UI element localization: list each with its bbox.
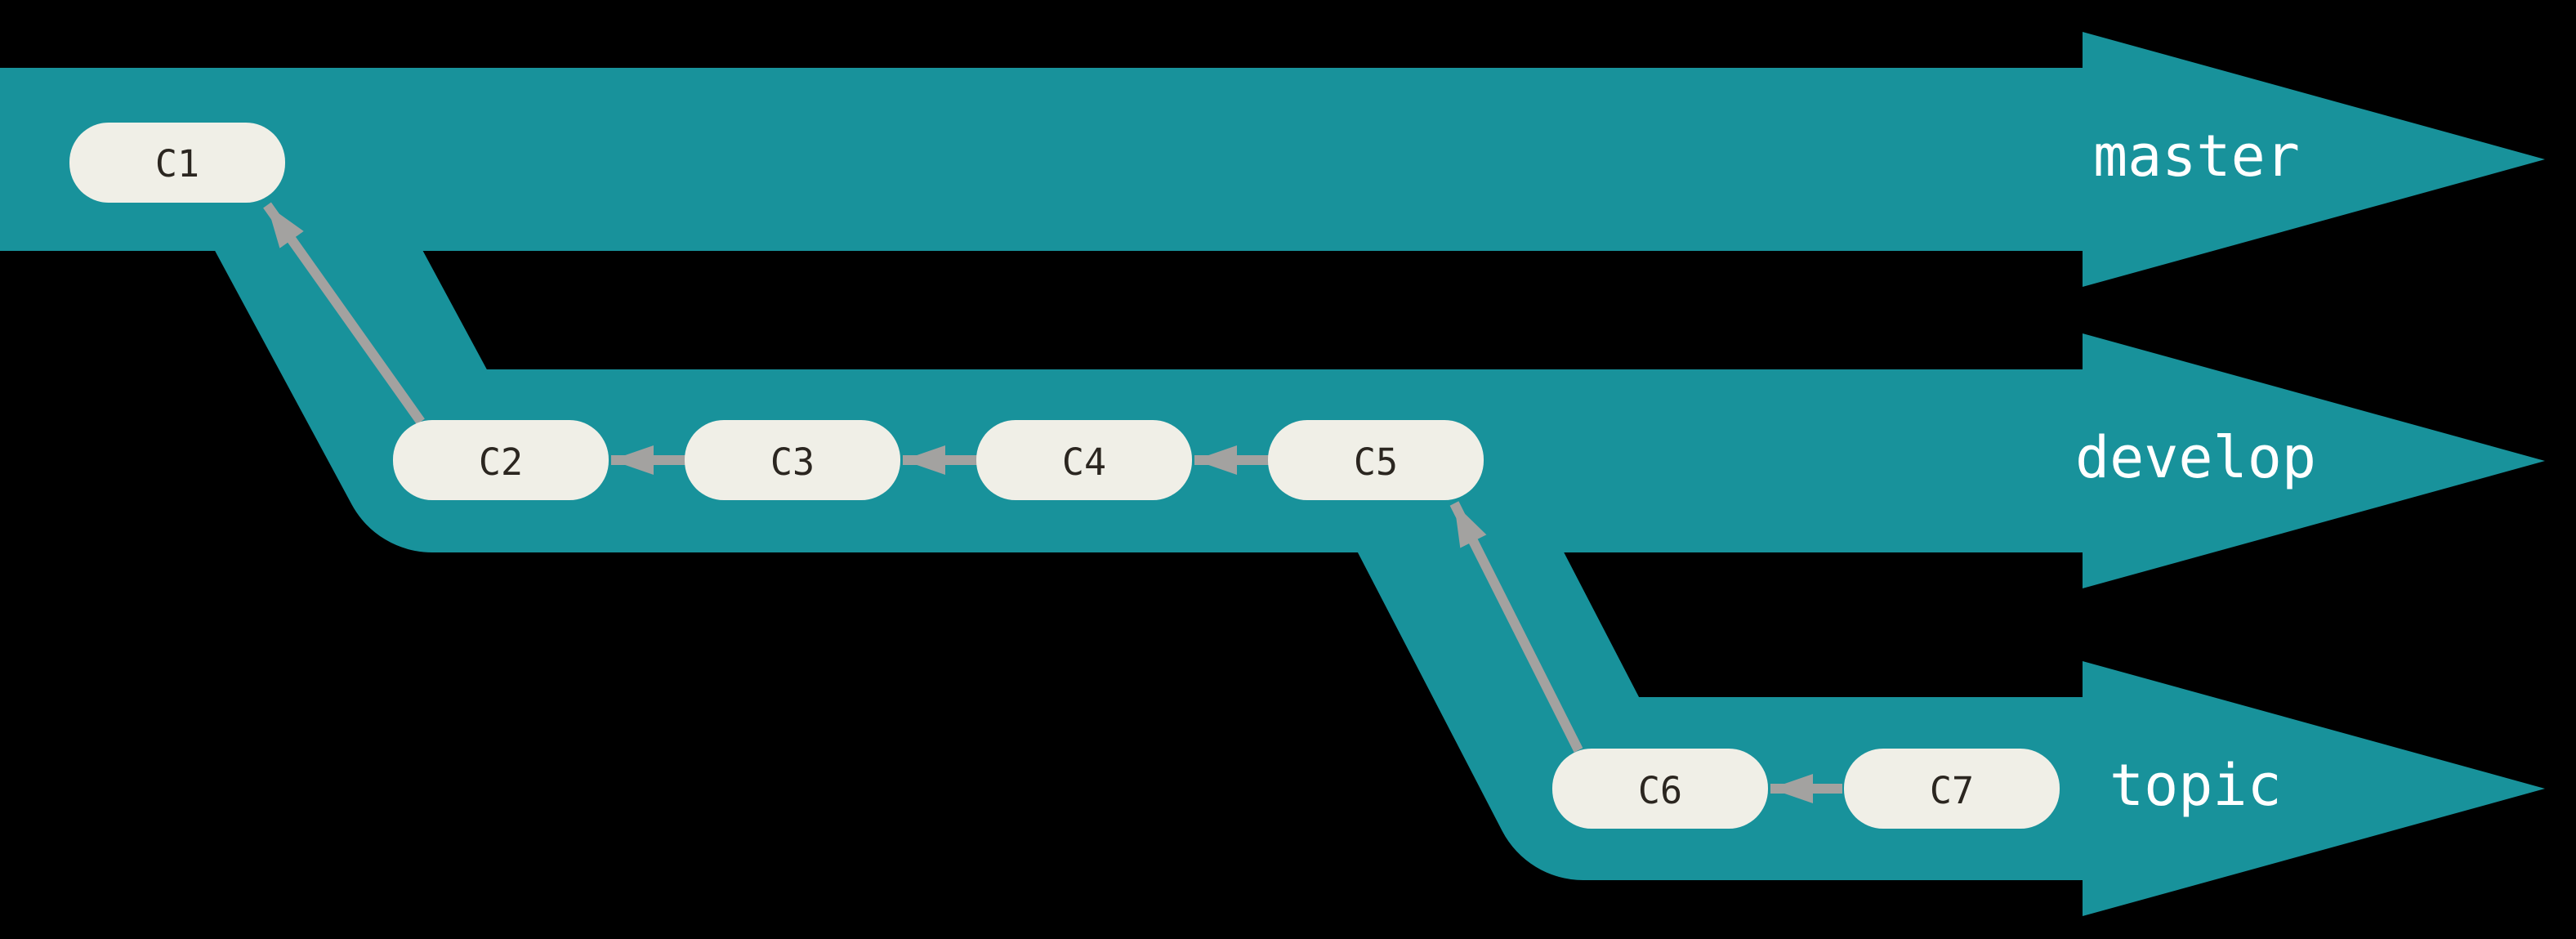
parent-arrow-c6-to-c5	[1449, 501, 1583, 753]
commit-node-c7: C7	[1844, 749, 2060, 829]
commit-pill-c4	[976, 420, 1192, 500]
commit-label-c1: C1	[155, 142, 199, 186]
branch-master	[0, 32, 2545, 287]
commit-pill-c1	[69, 123, 285, 203]
commit-label-c7: C7	[1930, 769, 1974, 812]
commit-pill-c6	[1552, 749, 1768, 829]
commit-node-c3: C3	[685, 420, 900, 500]
branch-label-develop: develop	[2075, 424, 2316, 491]
commit-label-c5: C5	[1354, 440, 1398, 484]
commit-pill-c2	[393, 420, 609, 500]
master-branch-band	[0, 68, 2083, 251]
commit-node-c5: C5	[1268, 420, 1484, 500]
commit-pill-c3	[685, 420, 900, 500]
commit-node-c4: C4	[976, 420, 1192, 500]
branch-labels: master develop topic	[2075, 123, 2316, 819]
commit-nodes: C1 C2 C3 C4 C5 C6 C7	[69, 123, 2060, 829]
commit-node-c1: C1	[69, 123, 285, 203]
topic-branch-arrowhead-icon	[2083, 661, 2545, 916]
commit-label-c6: C6	[1638, 769, 1682, 812]
branch-label-master: master	[2093, 123, 2300, 190]
commit-node-c2: C2	[393, 420, 609, 500]
master-branch-arrowhead-icon	[2083, 32, 2545, 287]
commit-label-c3: C3	[770, 440, 815, 484]
commit-label-c2: C2	[479, 440, 523, 484]
commit-label-c4: C4	[1062, 440, 1106, 484]
commit-pill-c7	[1844, 749, 2060, 829]
parent-arrows	[263, 202, 1842, 803]
parent-arrow-c2-to-c1	[263, 202, 425, 425]
commit-pill-c5	[1268, 420, 1484, 500]
commit-node-c6: C6	[1552, 749, 1768, 829]
develop-branch-arrowhead-icon	[2083, 333, 2545, 588]
branch-label-topic: topic	[2109, 752, 2282, 819]
